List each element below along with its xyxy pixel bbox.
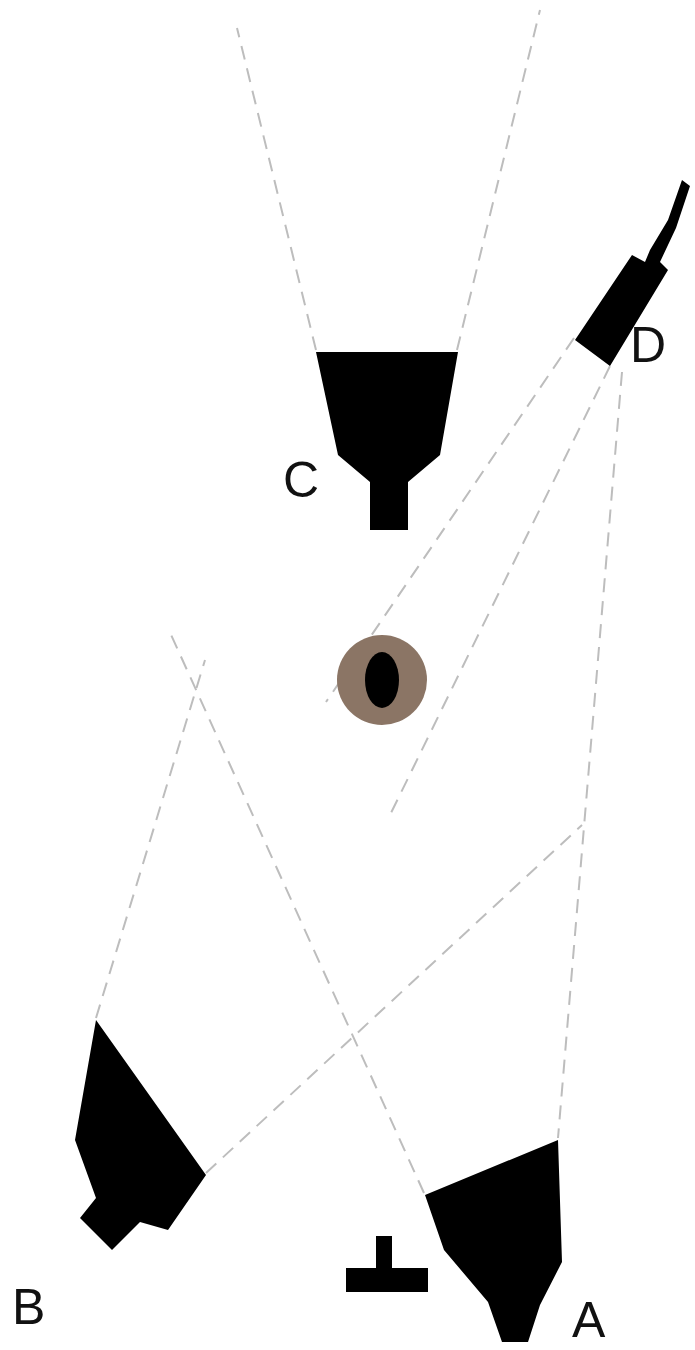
lights: [75, 180, 690, 1342]
light-label: A: [572, 1295, 605, 1345]
light-label: C: [283, 455, 319, 505]
beam-line: [457, 10, 540, 350]
camera-stem: [376, 1236, 392, 1272]
light-label: B: [12, 1282, 45, 1332]
light-b: [75, 1020, 206, 1250]
beam-line: [237, 28, 316, 350]
beam-line: [96, 660, 205, 1018]
subject: [337, 635, 427, 725]
subject-ring: [337, 635, 427, 725]
beam-line: [558, 372, 622, 1138]
light-a: [425, 1140, 562, 1342]
subject-core: [365, 652, 399, 708]
beam-line: [206, 825, 582, 1173]
camera-base: [346, 1268, 428, 1292]
light-label: D: [630, 320, 666, 370]
light-beams: [96, 10, 622, 1193]
light-c: [316, 352, 458, 530]
